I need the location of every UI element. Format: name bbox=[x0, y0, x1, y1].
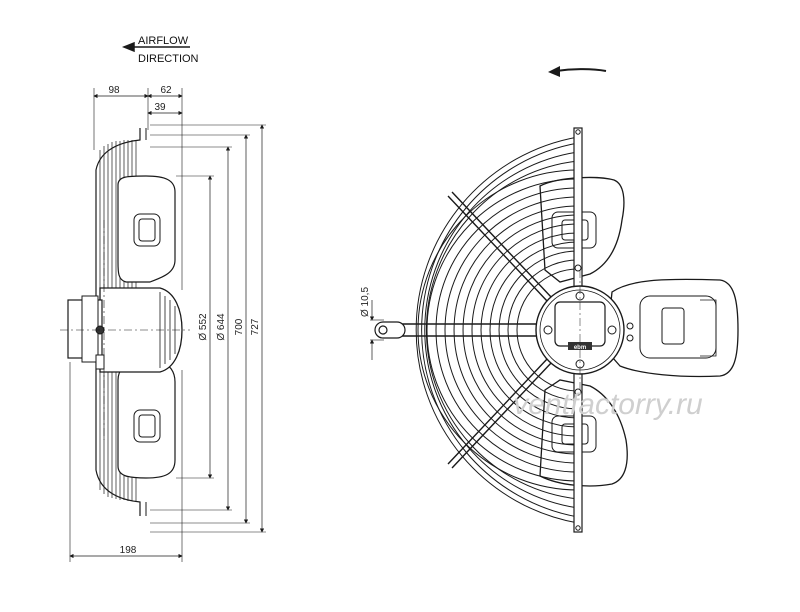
rotation-arrow-icon bbox=[555, 68, 607, 72]
dim-98: 98 bbox=[108, 85, 120, 96]
airflow-label-line2: DIRECTION bbox=[138, 53, 199, 65]
dim-700: 700 bbox=[234, 318, 245, 335]
dim-198: 198 bbox=[120, 545, 137, 556]
front-view bbox=[369, 66, 739, 533]
motor-label: ebm bbox=[574, 345, 586, 351]
airflow-direction-label: AIRFLOW DIRECTION bbox=[121, 35, 199, 65]
dim-diameter-552: Ø 552 bbox=[198, 313, 209, 341]
guard-profile bbox=[95, 128, 141, 516]
guard-grill bbox=[415, 136, 579, 524]
airflow-label-line1: AIRFLOW bbox=[138, 35, 189, 47]
dim-diameter-644: Ø 644 bbox=[216, 313, 227, 341]
watermark: ventfactorry.ru bbox=[513, 388, 703, 421]
dim-39: 39 bbox=[154, 102, 166, 113]
airflow-arrow-icon bbox=[121, 41, 190, 53]
guard-struts bbox=[382, 191, 553, 469]
side-view bbox=[60, 88, 266, 562]
dim-hole-diameter: Ø 10,5 bbox=[360, 287, 371, 317]
dim-727: 727 bbox=[250, 318, 261, 335]
mounting-foot bbox=[374, 321, 406, 339]
dim-62: 62 bbox=[160, 85, 172, 96]
